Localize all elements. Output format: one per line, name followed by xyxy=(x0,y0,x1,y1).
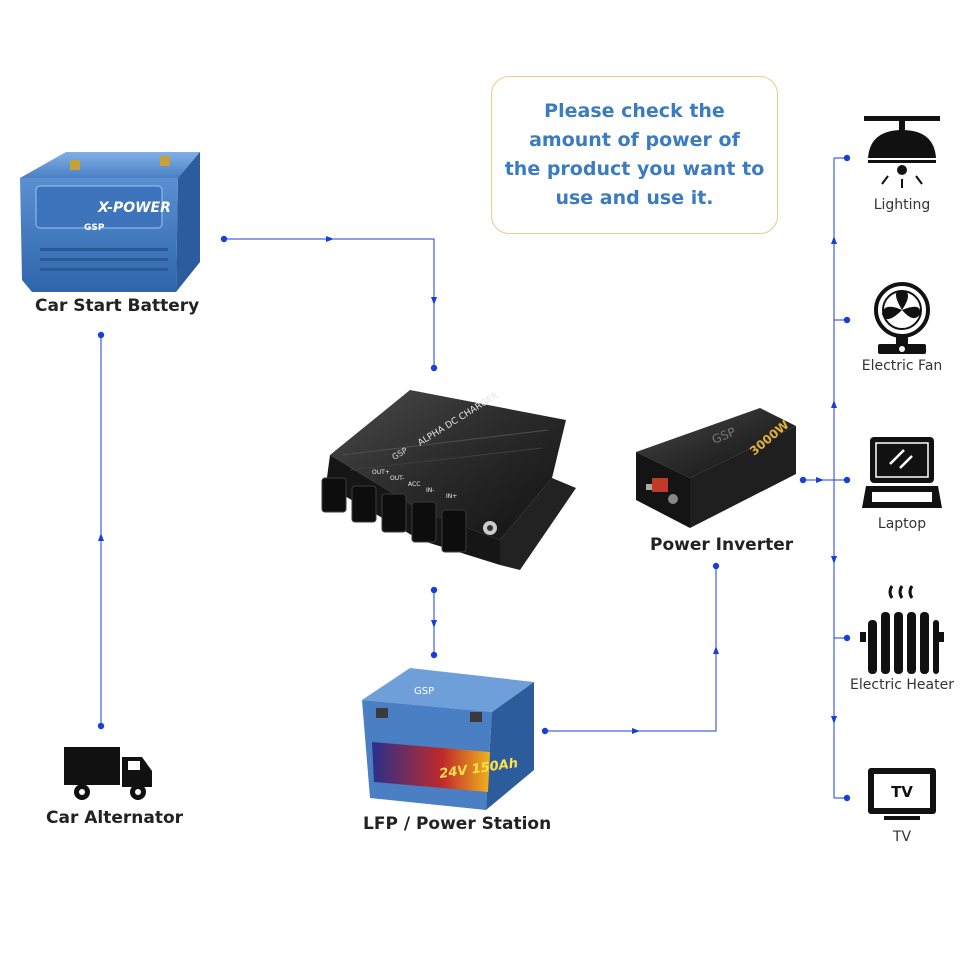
ceiling-lamp-icon xyxy=(864,116,940,188)
tv-screen-text: TV xyxy=(891,783,913,801)
port-label: IN+ xyxy=(446,493,457,500)
port-label: OUT+ xyxy=(372,469,390,476)
lighting-label: Lighting xyxy=(873,197,931,213)
power-notice-box: Please check the amount of power of the … xyxy=(491,76,778,234)
electric-fan-label: Electric Fan xyxy=(861,358,943,374)
battery-brand: X-POWER xyxy=(97,200,171,216)
battery-logo: GSP xyxy=(84,223,105,233)
lfp-battery-image: GSP 24V 150Ah xyxy=(362,668,534,810)
line-lfp-to-inverter xyxy=(545,566,717,732)
direction-arrows xyxy=(98,236,837,734)
car-start-battery-label: Car Start Battery xyxy=(35,296,200,316)
tv-icon: TV xyxy=(868,768,936,820)
port-label: OUT- xyxy=(390,475,404,482)
power-inverter-image: GSP 3000W xyxy=(636,408,796,528)
laptop-icon xyxy=(862,437,942,508)
port-label: ACC xyxy=(408,481,420,488)
line-battery-to-charger xyxy=(224,238,435,368)
dc-charger-image: GSP ALPHA DC CHARGER OUT+ OUT- ACC IN- I… xyxy=(321,390,576,570)
car-alternator-label: Car Alternator xyxy=(46,808,184,828)
heater-icon xyxy=(860,585,944,674)
connector-dots xyxy=(97,154,851,802)
truck-icon xyxy=(64,747,152,800)
car-start-battery-image: GSP X-POWER xyxy=(20,152,200,292)
connector-lines xyxy=(100,157,847,799)
power-inverter-label: Power Inverter xyxy=(650,535,794,555)
lfp-power-station-label: LFP / Power Station xyxy=(363,814,552,834)
laptop-label: Laptop xyxy=(877,516,927,532)
port-label: IN- xyxy=(426,487,434,494)
electric-heater-label: Electric Heater xyxy=(850,677,954,693)
fan-icon xyxy=(874,282,930,354)
tv-label: TV xyxy=(892,829,912,845)
power-notice-text: Please check the amount of power of the … xyxy=(504,100,765,209)
lfp-logo: GSP xyxy=(414,686,434,697)
